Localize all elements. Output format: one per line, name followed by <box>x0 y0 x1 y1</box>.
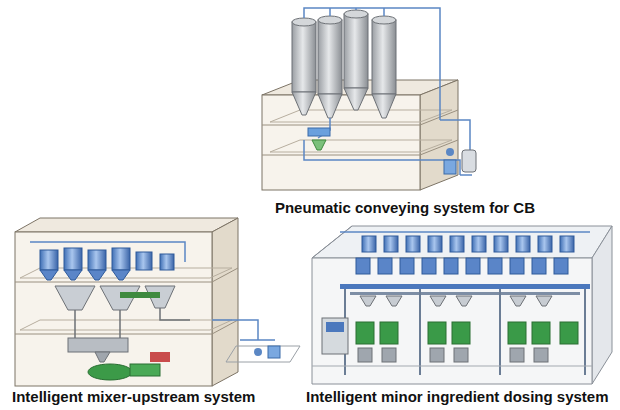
silos <box>292 10 396 118</box>
dosing-hoppers <box>340 232 590 274</box>
system-caption: Intelligent mixer-upstream system <box>12 388 255 405</box>
dosing-room <box>312 226 612 384</box>
dosing-cabinets <box>312 318 592 366</box>
conveying-equipment <box>308 128 476 174</box>
system-caption: Pneumatic conveying system for CB <box>275 199 535 216</box>
conveying-building <box>262 80 458 190</box>
dosing-frame <box>340 284 590 375</box>
system-caption: Intelligent minor ingredient dosing syst… <box>306 388 609 405</box>
mixer-tanks <box>30 242 300 380</box>
conveying-pipes <box>304 8 472 175</box>
mixer-building <box>15 218 238 386</box>
